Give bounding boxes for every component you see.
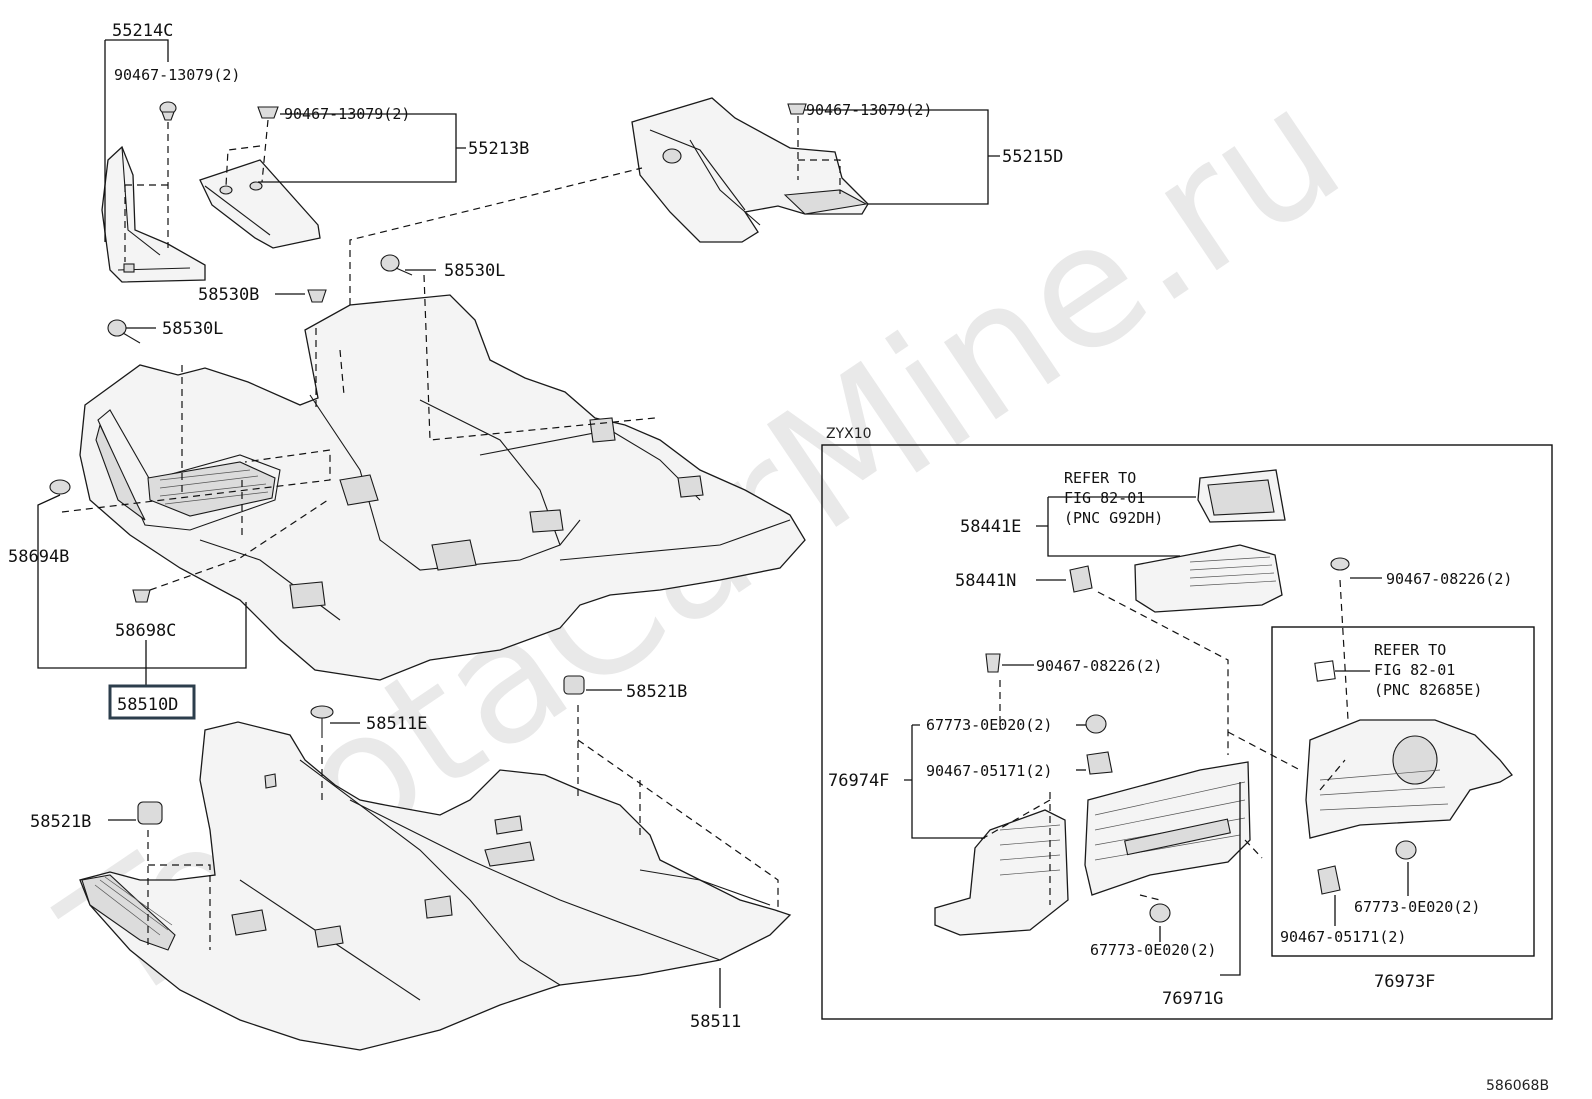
label-variant-zyx10: ZYX10 bbox=[826, 426, 872, 442]
fastener-icons-upper bbox=[49, 254, 413, 603]
fastener-icons-lower bbox=[137, 675, 585, 825]
diagram-id: 586068B bbox=[1486, 1078, 1549, 1094]
part-labels: 55214C 90467-13079(2) 90467-13079(2) 552… bbox=[8, 21, 1549, 1094]
label-90467-08226-a[interactable]: 90467-08226(2) bbox=[1036, 657, 1162, 675]
label-58530L-left[interactable]: 58530L bbox=[162, 319, 223, 339]
label-90467-13079-c[interactable]: 90467-13079(2) bbox=[806, 101, 932, 119]
label-55214C[interactable]: 55214C bbox=[112, 21, 173, 41]
part-55213B-drawing bbox=[199, 106, 321, 249]
label-67773-0E020-c[interactable]: 67773-0E020(2) bbox=[1354, 898, 1480, 916]
selected-part-highlight bbox=[108, 684, 196, 720]
label-58694B[interactable]: 58694B bbox=[8, 547, 69, 567]
label-67773-0E020-a[interactable]: 67773-0E020(2) bbox=[926, 716, 1052, 734]
part-55214C-drawing bbox=[101, 101, 206, 283]
zyx10-subframe bbox=[1271, 626, 1535, 957]
part-76971G-drawing bbox=[1084, 761, 1251, 896]
zyx10-fastener-icons bbox=[985, 557, 1417, 923]
zyx10-frame bbox=[821, 444, 1553, 1020]
label-55215D[interactable]: 55215D bbox=[1002, 147, 1063, 167]
refer-upper-line3: (PNC G92DH) bbox=[1064, 509, 1163, 527]
label-58698C[interactable]: 58698C bbox=[115, 621, 176, 641]
label-58441E[interactable]: 58441E bbox=[960, 517, 1021, 537]
label-58441N[interactable]: 58441N bbox=[955, 571, 1016, 591]
label-58521B-right[interactable]: 58521B bbox=[626, 682, 687, 702]
part-58511-carpet bbox=[79, 721, 792, 1051]
refer-lower-line2: FIG 82-01 bbox=[1374, 661, 1455, 679]
label-58530L-right[interactable]: 58530L bbox=[444, 261, 505, 281]
refer-upper-line1: REFER TO bbox=[1064, 469, 1136, 487]
label-58521B-left[interactable]: 58521B bbox=[30, 812, 91, 832]
label-58530B[interactable]: 58530B bbox=[198, 285, 259, 305]
label-58510D[interactable]: 58510D bbox=[117, 695, 178, 715]
part-58510D-carpet bbox=[79, 294, 806, 681]
label-58511E[interactable]: 58511E bbox=[366, 714, 427, 734]
leader-lines bbox=[37, 39, 1409, 1008]
label-76971G[interactable]: 76971G bbox=[1162, 989, 1223, 1009]
label-58511[interactable]: 58511 bbox=[690, 1012, 741, 1032]
refer-lower-line3: (PNC 82685E) bbox=[1374, 681, 1482, 699]
label-90467-13079-b[interactable]: 90467-13079(2) bbox=[284, 105, 410, 123]
label-90467-05171-a[interactable]: 90467-05171(2) bbox=[926, 762, 1052, 780]
label-55213B[interactable]: 55213B bbox=[468, 139, 529, 159]
refer-lower-line1: REFER TO bbox=[1374, 641, 1446, 659]
refer-upper-line2: FIG 82-01 bbox=[1064, 489, 1145, 507]
part-76974F-drawing bbox=[934, 809, 1069, 936]
part-58441E-drawing bbox=[1134, 469, 1286, 613]
label-90467-13079-a[interactable]: 90467-13079(2) bbox=[114, 66, 240, 84]
label-76974F[interactable]: 76974F bbox=[828, 771, 889, 791]
label-90467-05171-b[interactable]: 90467-05171(2) bbox=[1280, 928, 1406, 946]
label-67773-0E020-b[interactable]: 67773-0E020(2) bbox=[1090, 941, 1216, 959]
label-90467-08226-b[interactable]: 90467-08226(2) bbox=[1386, 570, 1512, 588]
label-76973F[interactable]: 76973F bbox=[1374, 972, 1435, 992]
part-76973F-drawing bbox=[1305, 660, 1513, 839]
part-55215D-drawing bbox=[631, 97, 869, 243]
